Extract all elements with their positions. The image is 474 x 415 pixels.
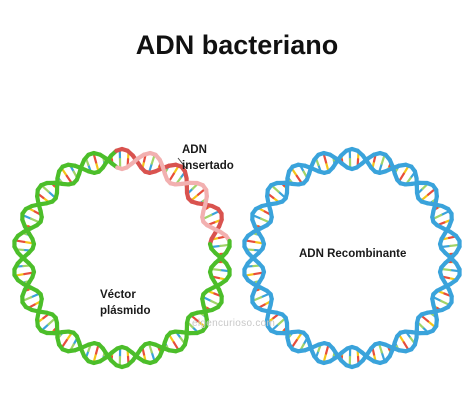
watermark: elgencurioso.com	[192, 318, 276, 329]
inserted-dna-label-line1: ADN	[182, 144, 207, 156]
inserted-dna-label-line2: insertado	[182, 160, 234, 172]
plasmid-strand	[218, 250, 229, 261]
vector-plasmid-label-line1: Véctor	[100, 289, 136, 301]
vector-plasmid-label: Véctor plásmido	[100, 287, 150, 319]
diagram-title: ADN bacteriano	[135, 30, 339, 60]
inserted-dna-pointer	[177, 157, 187, 169]
plasmid-vector-ring	[12, 146, 232, 370]
recombinant-dna-ring	[242, 146, 462, 370]
recombinant-strand	[448, 250, 459, 261]
recombinant-dna-label: ADN Recombinante	[299, 248, 407, 260]
vector-plasmid-label-line2: plásmido	[100, 305, 151, 317]
inserted-dna-label: ADN insertado	[182, 142, 234, 174]
